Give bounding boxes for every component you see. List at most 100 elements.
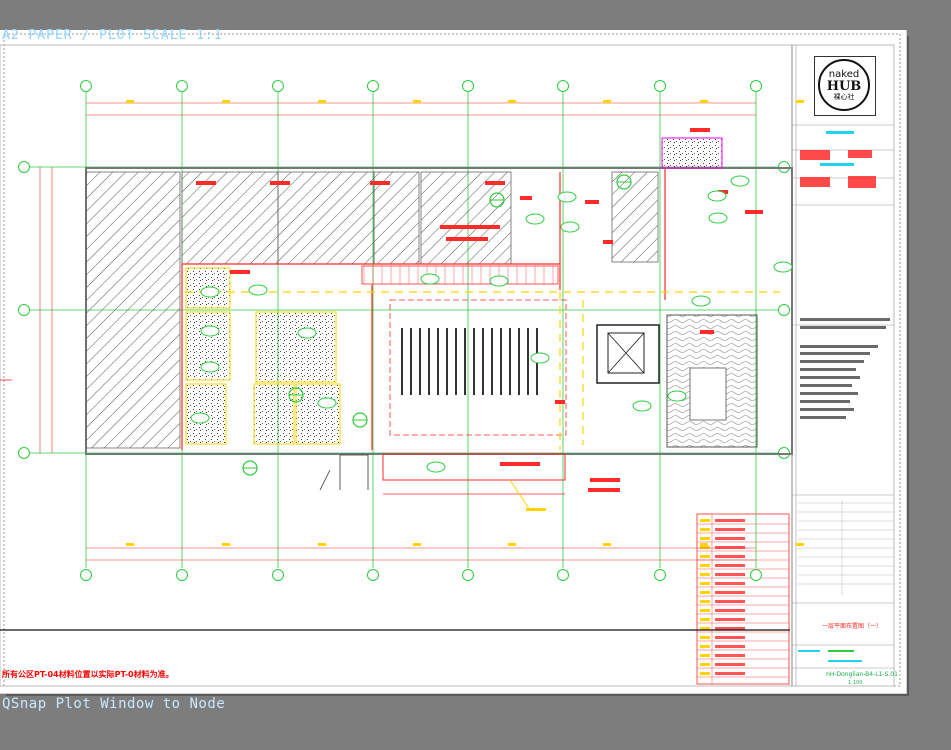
annotation-tag (588, 488, 620, 492)
annotation-tag (603, 240, 613, 244)
legend-swatch (700, 582, 710, 585)
title-block-text (800, 408, 854, 411)
material-tag (200, 286, 220, 298)
legend-swatch (700, 627, 710, 630)
grid-bubble (272, 569, 284, 581)
annotation-tag (370, 181, 390, 185)
legend-text (715, 546, 745, 549)
dimension-text (126, 100, 134, 103)
grid-bubble (462, 80, 474, 92)
title-block-cyan-text (826, 131, 854, 134)
material-tag (525, 213, 545, 225)
floor-plan-drawing[interactable] (0, 30, 906, 693)
dimension-text (413, 543, 421, 546)
paper-sheet[interactable] (0, 30, 907, 694)
reception-counter (382, 453, 566, 481)
annotation-tag (590, 478, 620, 482)
legend-swatch (700, 573, 710, 576)
grid-bubble (367, 80, 379, 92)
material-tag (560, 221, 580, 233)
stair-detail (319, 454, 369, 491)
naked-hub-logo: naked HUB 裸心社 (814, 56, 876, 116)
elevator-cross (607, 332, 645, 374)
legend-swatch (700, 600, 710, 603)
open-office-zone (389, 299, 567, 436)
grid-bubble (654, 569, 666, 581)
legend-swatch (700, 546, 710, 549)
tb-cyan-1 (798, 650, 820, 652)
material-tag (190, 412, 210, 424)
logo-text-chinese: 裸心社 (833, 93, 855, 101)
dimension-text (126, 543, 134, 546)
title-block-cyan-text (820, 163, 854, 166)
material-tag (200, 325, 220, 337)
title-block-stamp (800, 177, 830, 187)
wood-room-inset (689, 367, 727, 421)
material-tag (530, 352, 550, 364)
annotation-tag (745, 210, 763, 214)
legend-text (715, 582, 745, 585)
grid-bubble (80, 80, 92, 92)
legend-swatch (700, 645, 710, 648)
terrazzo-room (253, 383, 295, 445)
grid-bubble (778, 304, 790, 316)
grid-bubble (750, 80, 762, 92)
legend-text (715, 591, 745, 594)
title-block-text (800, 416, 846, 419)
legend-text (715, 636, 745, 639)
leader-tag (526, 508, 546, 511)
grid-bubble (272, 80, 284, 92)
legend-text (715, 627, 745, 630)
hatched-core-area (277, 171, 375, 265)
legend-text (715, 663, 745, 666)
legend-swatch (700, 537, 710, 540)
grid-bubble (18, 447, 30, 459)
dimension-text (508, 543, 516, 546)
legend-text (715, 537, 745, 540)
dimension-text (700, 100, 708, 103)
title-block-stamp (848, 176, 876, 188)
material-tag (691, 295, 711, 307)
inner-border (0, 44, 895, 687)
annotation-tag (485, 181, 505, 185)
grid-bubble (557, 569, 569, 581)
dimension-text (603, 543, 611, 546)
title-block-text (800, 400, 850, 403)
layout-label: A2 PAPER / PLOT SCALE 1:1 (2, 28, 223, 43)
legend-text (715, 555, 745, 558)
legend-swatch (700, 591, 710, 594)
grid-bubble (750, 569, 762, 581)
dimension-text (796, 100, 804, 103)
dimension-text (413, 100, 421, 103)
annotation-tag (270, 181, 290, 185)
hatched-core-area (611, 171, 659, 263)
annotation-tag (500, 462, 540, 466)
grid-bubble (18, 161, 30, 173)
logo-text-naked: naked (828, 69, 860, 80)
interior-walls (181, 168, 666, 450)
legend-swatch (700, 609, 710, 612)
general-note: 所有公区PT-04材料位置以实际PT-0材料为准。 (2, 670, 174, 679)
legend-text (715, 654, 745, 657)
legend-swatch (700, 672, 710, 675)
material-tag (773, 261, 793, 273)
hatched-core-area (85, 171, 181, 449)
elevator-car (607, 332, 645, 374)
hatched-core-area (373, 171, 420, 265)
title-block-text (800, 326, 886, 329)
leader-line (509, 479, 531, 511)
grid-bubble (18, 304, 30, 316)
legend-text (715, 573, 745, 576)
legend-swatch (700, 618, 710, 621)
material-tag (317, 397, 337, 409)
grid-bubble (80, 569, 92, 581)
annotation-tag (446, 237, 488, 241)
material-tag (297, 327, 317, 339)
hatched-core-area (420, 171, 512, 265)
command-line-text[interactable]: QSnap Plot Window to Node (2, 696, 226, 712)
material-tag (489, 275, 509, 287)
material-tag (200, 361, 220, 373)
material-tag (420, 273, 440, 285)
shelving-strip (361, 265, 559, 285)
